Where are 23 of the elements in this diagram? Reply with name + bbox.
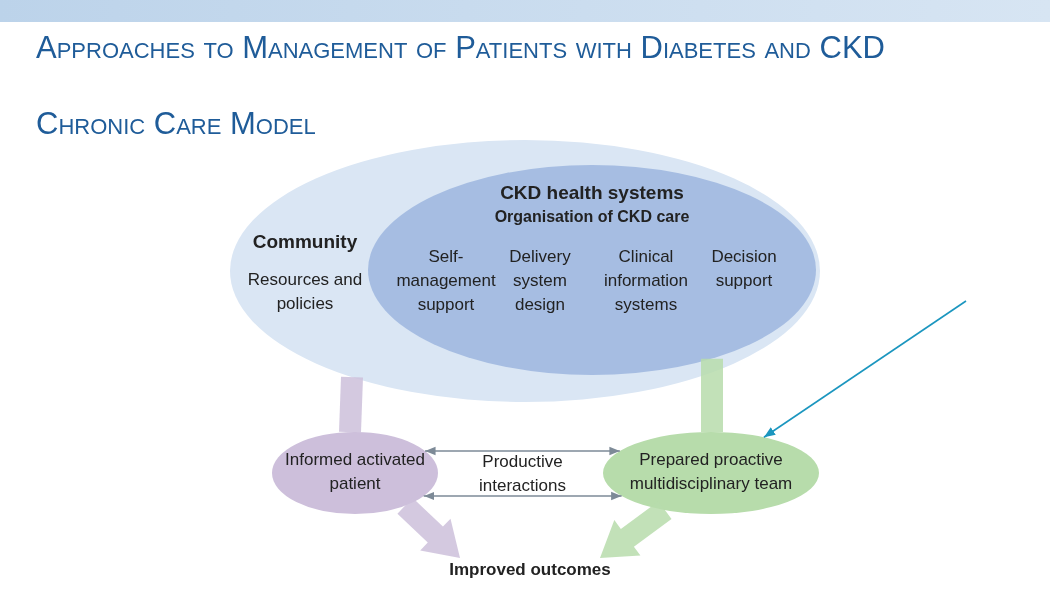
group-description: Resources and policies	[246, 269, 364, 315]
interaction-label: Productive interactions	[478, 451, 567, 497]
flow-band	[701, 358, 723, 432]
group-heading: Community	[251, 230, 359, 254]
component-label: Self-management support	[395, 246, 497, 316]
node-label: Informed activated patient	[284, 449, 426, 495]
component-label: Decision support	[710, 246, 778, 292]
patient-ellipse	[272, 432, 438, 514]
team-ellipse	[603, 432, 819, 514]
double-arrow	[422, 491, 623, 501]
double-arrow	[424, 446, 621, 456]
node-label: Prepared proactive multidisciplinary team	[628, 449, 794, 495]
slide-title: Approaches to Management of Patients with Diabetes and CKD	[36, 30, 885, 66]
group-heading: CKD health systems	[499, 181, 685, 205]
health-system-ellipse	[368, 165, 816, 375]
outcome-text: Improved outcomes	[448, 559, 612, 581]
group-subheading: Organisation of CKD care	[493, 207, 691, 227]
component-label: Clinical information systems	[602, 246, 690, 316]
slide-subtitle: Chronic Care Model	[36, 106, 316, 142]
flow-band	[339, 376, 363, 433]
component-label: Delivery system design	[508, 246, 572, 316]
pointer-arrow	[763, 300, 967, 439]
community-ellipse	[230, 140, 820, 402]
